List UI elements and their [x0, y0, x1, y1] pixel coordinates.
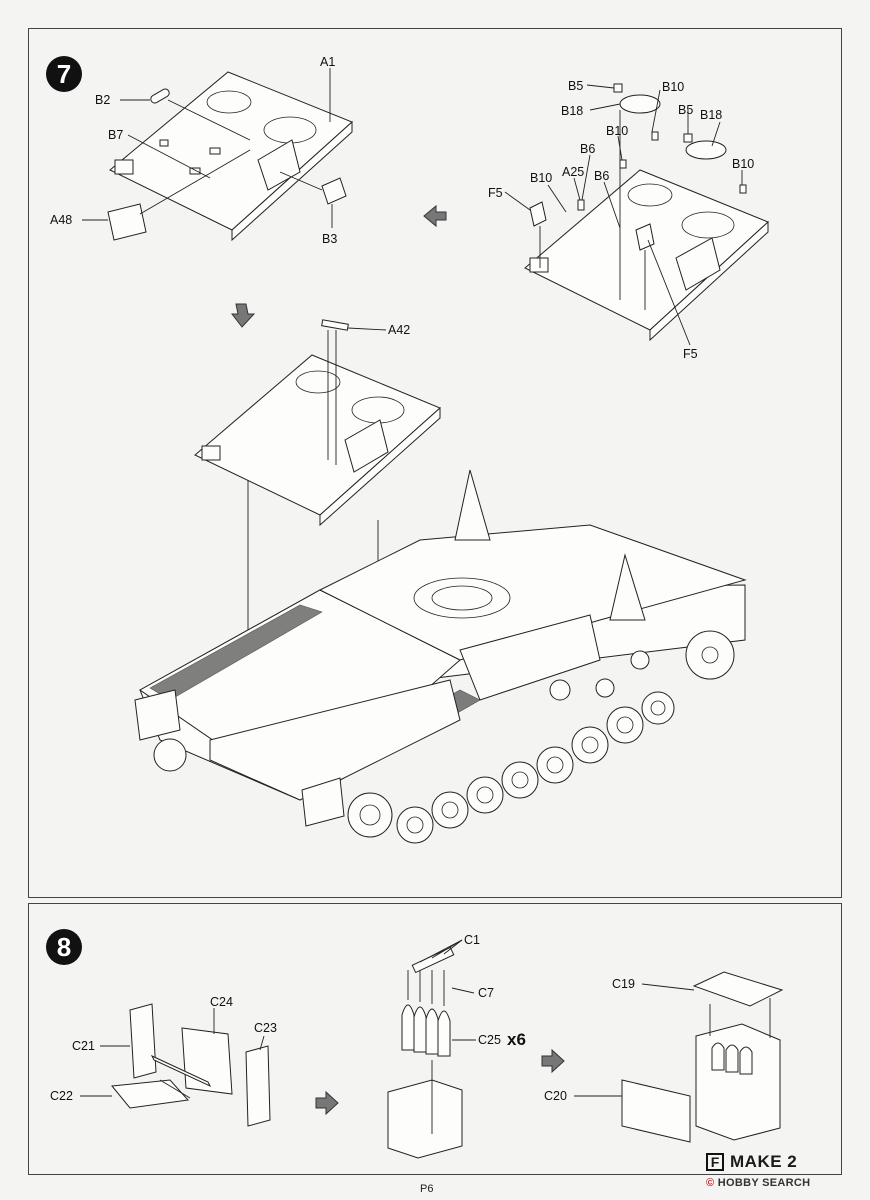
make-text: MAKE 2	[730, 1152, 798, 1171]
label-c20: C20	[544, 1089, 567, 1103]
label-a25: A25	[562, 165, 584, 179]
label-b3: B3	[322, 232, 337, 246]
label-b10-mid: B10	[606, 124, 628, 138]
label-b10-right: B10	[732, 157, 754, 171]
arrow-left	[423, 204, 447, 228]
leaders-step8-left	[80, 1008, 265, 1099]
label-c1: C1	[464, 933, 480, 947]
part-b2	[150, 88, 170, 104]
label-b6-a: B6	[580, 142, 595, 156]
label-b18-top: B18	[561, 104, 583, 118]
label-a42: A42	[388, 323, 410, 337]
label-b5-top: B5	[568, 79, 583, 93]
label-c24: C24	[210, 995, 233, 1009]
label-c19: C19	[612, 977, 635, 991]
page-number: P6	[420, 1183, 434, 1195]
label-a1: A1	[320, 55, 335, 69]
step-7-panel	[28, 28, 842, 898]
label-multiplier: x6	[507, 1030, 526, 1049]
label-c7: C7	[478, 986, 494, 1000]
label-c25: C25	[478, 1033, 501, 1047]
leaders-left-plate	[82, 68, 333, 228]
make-indicator: F MAKE 2	[706, 1152, 797, 1172]
watermark-text: HOBBY SEARCH	[717, 1177, 811, 1189]
leaders-right-plate	[504, 84, 743, 346]
step-7-badge: 7	[46, 56, 82, 92]
label-b6-b: B6	[594, 169, 609, 183]
label-b5-right: B5	[678, 103, 693, 117]
watermark: © HOBBY SEARCH	[706, 1177, 810, 1189]
parts-right-plate	[529, 83, 747, 251]
step-8-panel	[28, 903, 842, 1175]
label-b2: B2	[95, 93, 110, 107]
label-f5-left: F5	[488, 186, 503, 200]
arrow-step8-b	[541, 1048, 565, 1074]
label-b10-left: B10	[530, 171, 552, 185]
label-f5-bottom: F5	[683, 347, 698, 361]
part-b3	[321, 177, 347, 205]
arrow-step8-a	[315, 1090, 339, 1116]
upper-plate-assembled	[194, 319, 441, 527]
part-a48	[107, 203, 147, 241]
box-assembled	[621, 971, 784, 1143]
box-parts-loose	[111, 1003, 271, 1127]
leaders-step8-mid	[419, 939, 476, 1041]
label-b7: B7	[108, 128, 123, 142]
arrow-down	[230, 303, 256, 328]
label-c23: C23	[254, 1021, 277, 1035]
label-c21: C21	[72, 1039, 95, 1053]
tank-hull	[134, 469, 747, 844]
make-letter-badge: F	[706, 1153, 724, 1171]
label-b10-top: B10	[662, 80, 684, 94]
upper-plate-left	[109, 71, 353, 242]
label-b18-right: B18	[700, 108, 722, 122]
upper-plate-right	[524, 169, 769, 342]
label-a48: A48	[50, 213, 72, 227]
leaders-step8-right	[574, 983, 695, 1097]
watermark-mark: ©	[706, 1177, 715, 1189]
step-8-badge: 8	[46, 929, 82, 965]
shells-c25	[387, 946, 463, 1159]
label-c22: C22	[50, 1089, 73, 1103]
